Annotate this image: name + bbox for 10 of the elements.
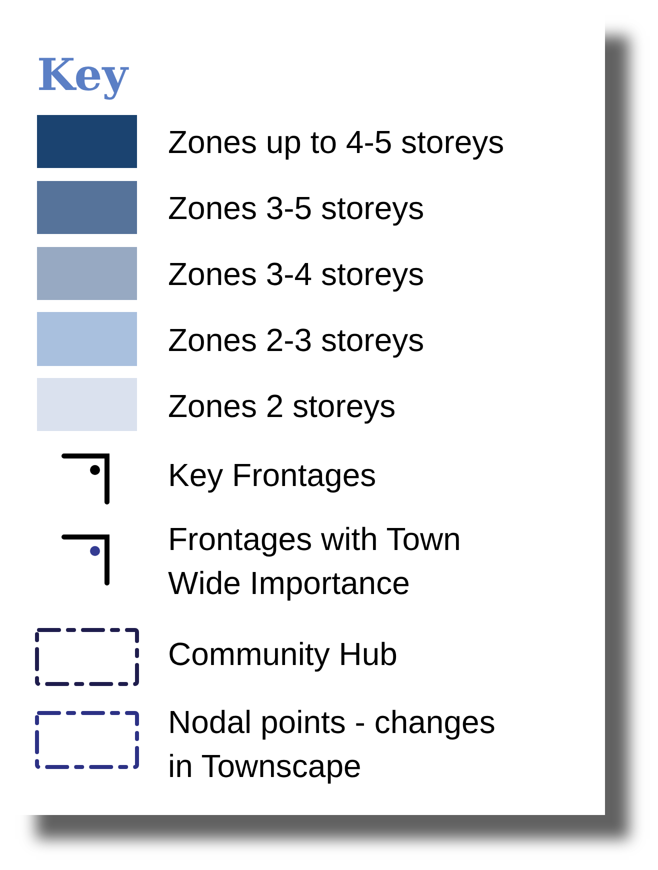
legend-label: Zones 3-4 storeys [168,255,426,294]
legend-label: Key Frontages [168,456,378,495]
legend-label: Zones 2 storeys [168,387,397,426]
legend-title: Key [37,49,128,103]
legend-label: Frontages with Town Wide Importance [168,520,462,603]
legend-label: Zones up to 4-5 storeys [168,123,506,162]
legend-label: Nodal points - changes in Townscape [168,703,496,786]
legend-label: Zones 3-5 storeys [168,189,426,228]
legend-label: Zones 2-3 storeys [168,321,426,360]
legend-label: Community Hub [168,635,398,674]
